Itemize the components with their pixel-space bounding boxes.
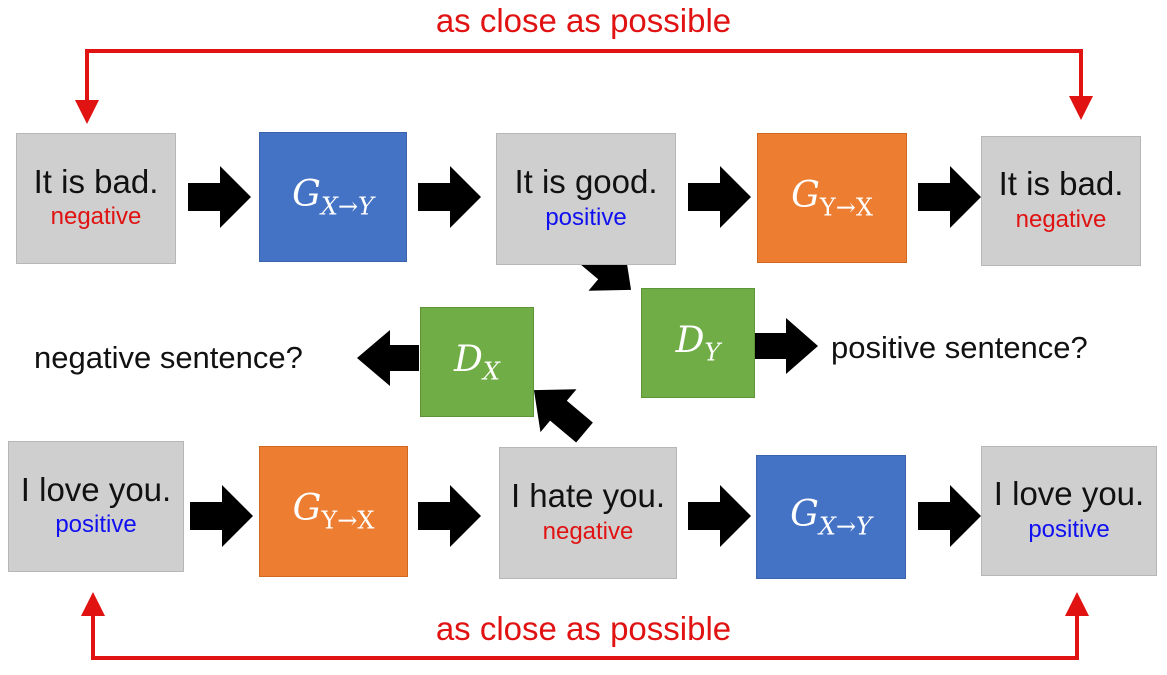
top-generator-yx: GY→X	[757, 133, 907, 263]
bottom-middle-box: I hate you. negative	[499, 447, 677, 579]
generator-base: G	[791, 174, 820, 216]
discriminator-subscript: Y	[704, 338, 721, 367]
bottom-output-sentence: I love you.	[993, 475, 1145, 513]
arrow-dy-output	[755, 318, 818, 374]
arrow-top-4	[918, 166, 981, 228]
top-output-box: It is bad. negative	[981, 136, 1141, 266]
discriminator-subscript: X	[482, 357, 500, 386]
arrow-dx-output	[357, 330, 419, 386]
bottom-middle-sentence: I hate you.	[510, 477, 666, 515]
top-middle-box: It is good. positive	[496, 133, 676, 265]
arrow-top-2	[418, 166, 481, 228]
bottom-generator-yx-label: GY→X	[293, 488, 375, 534]
top-middle-sentence: It is good.	[514, 163, 658, 201]
generator-base: G	[292, 488, 322, 530]
bottom-input-box: I love you. positive	[8, 441, 184, 572]
arrow-bottom-2	[418, 485, 481, 547]
generator-base: G	[292, 173, 321, 215]
bottom-input-sentence: I love you.	[20, 470, 172, 508]
bottom-generator-yx: GY→X	[259, 446, 408, 577]
bottom-output-box: I love you. positive	[981, 446, 1157, 576]
top-input-box: It is bad. negative	[16, 133, 176, 264]
arrow-to-dx	[533, 389, 593, 443]
discriminator-dx-label: DX	[454, 339, 500, 385]
discriminator-dx: DX	[420, 307, 534, 417]
top-loop-label: as close as possible	[435, 2, 732, 39]
top-input-sentiment: negative	[50, 203, 142, 231]
discriminator-base: D	[454, 338, 483, 380]
generator-subscript: Y→X	[819, 193, 873, 222]
generator-subscript: Y→X	[321, 506, 375, 535]
bottom-output-sentiment: positive	[1028, 515, 1110, 543]
top-generator-yx-label: GY→X	[791, 175, 873, 221]
top-generator-xy: GX→Y	[259, 132, 407, 262]
arrow-top-3	[688, 166, 751, 228]
generator-subscript: X→Y	[320, 192, 374, 221]
dy-question: positive sentence?	[831, 330, 1088, 365]
bottom-middle-sentiment: negative	[542, 517, 634, 545]
discriminator-dy: DY	[641, 288, 755, 398]
generator-base: G	[790, 493, 819, 535]
bottom-generator-xy: GX→Y	[756, 455, 906, 579]
top-input-sentence: It is bad.	[33, 162, 159, 200]
bottom-input-sentiment: positive	[55, 511, 137, 539]
top-generator-xy-label: GX→Y	[292, 174, 374, 220]
arrow-bottom-4	[918, 485, 981, 547]
discriminator-dy-label: DY	[676, 320, 721, 366]
arrow-top-1	[188, 166, 251, 228]
bottom-loop-label: as close as possible	[435, 610, 732, 647]
arrow-bottom-1	[190, 485, 253, 547]
arrow-bottom-3	[688, 485, 751, 547]
generator-subscript: X→Y	[818, 512, 872, 541]
dx-question: negative sentence?	[34, 340, 303, 375]
top-output-sentence: It is bad.	[998, 165, 1124, 203]
bottom-generator-xy-label: GX→Y	[790, 494, 872, 540]
top-loop-line	[85, 49, 1093, 120]
top-output-sentiment: negative	[1015, 205, 1107, 233]
top-middle-sentiment: positive	[545, 203, 627, 231]
discriminator-base: D	[675, 319, 705, 361]
